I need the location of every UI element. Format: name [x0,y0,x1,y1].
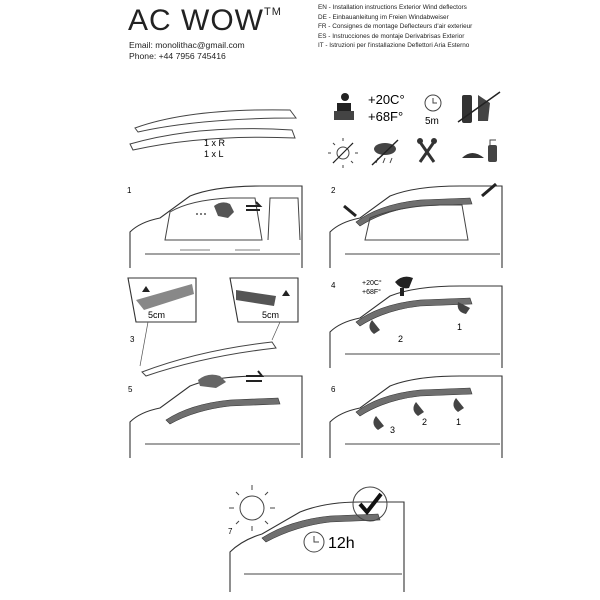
lang-fr: FR - Consignes de montage Deflecteurs d'… [318,23,473,31]
dist-left: 5cm [148,310,165,320]
lang-en: EN - Installation instructions Exterior … [318,4,467,11]
part-left-label: 1 x L [204,149,224,159]
temp-fahrenheit: +68F° [368,109,403,124]
step-3-panel [127,277,299,377]
trademark: TM [263,6,282,18]
step-1-number: 1 [127,186,132,195]
step-1-panel [129,185,303,268]
temp-celsius: +20C° [368,92,405,107]
time-label: 5m [425,116,439,127]
lang-de: DE - Einbauanleitung im Freien Windabwei… [318,13,449,21]
cleaning-spray-icon [462,139,497,162]
step-5-number: 5 [128,385,133,394]
step-2-number: 2 [331,186,336,195]
step-6-number: 6 [331,385,336,394]
temp4-celsius: +20C° [362,279,382,287]
deflector-parts [129,109,297,151]
person-wiping-icon [334,93,354,120]
step-7-number: 7 [228,527,233,536]
step-3-number: 3 [130,335,135,344]
step-7-panel [229,485,405,592]
no-rain-icon [371,139,399,166]
contact-info: Email: monolithac@gmail.com Phone: +44 7… [129,40,245,62]
hair-dryer-icon [395,276,413,296]
wait-time: 12h [328,535,355,552]
step-4-number: 4 [331,281,336,290]
clock-icon [424,94,442,112]
email-line: Email: monolithac@gmail.com [129,40,245,50]
clock-icon [303,531,325,553]
step-2-panel [329,182,503,268]
language-list: EN - Installation instructions Exterior … [318,3,472,51]
sun-icon [229,485,275,531]
step-4-order-2: 2 [398,334,403,344]
no-chemicals-icon [457,91,501,123]
step-4-panel [329,276,503,368]
phone-line: Phone: +44 7956 745416 [129,51,226,61]
part-right-label: 1 x R [204,138,226,148]
step-6-panel [329,375,503,458]
checkmark-icon [352,486,388,522]
dist-right: 5cm [262,310,279,320]
step-4-order-1: 1 [457,322,462,332]
step-5-panel [129,370,303,458]
temp4-fahrenheit: +68F° [362,288,381,296]
lang-es: ES - Instrucciones de montaje Derivabris… [318,32,465,40]
brand-logo: AC WOWTM [128,4,282,38]
sun-icon [328,138,358,168]
brand-name: AC WOW [128,4,264,37]
step-6-order-1: 1 [456,417,461,427]
step-6-order-3: 3 [390,425,395,435]
step-6-order-2: 2 [422,417,427,427]
tools-icon [417,138,437,163]
lang-it: IT - Istruzioni per l'installazione Defl… [318,42,470,50]
